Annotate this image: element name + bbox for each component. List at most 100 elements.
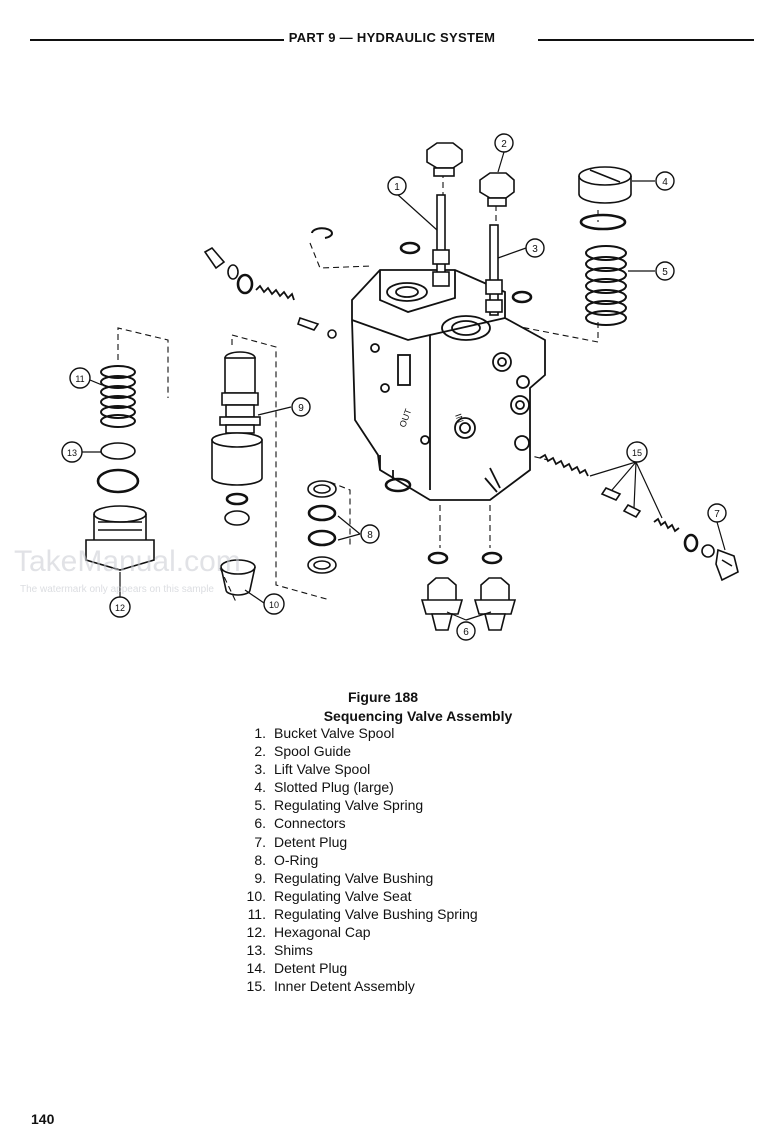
bushing-washer bbox=[224, 510, 250, 526]
part-label: Shims bbox=[274, 942, 313, 959]
svg-text:11: 11 bbox=[75, 374, 84, 384]
exploded-diagram: OUT IN bbox=[61, 133, 739, 641]
part-number: 3. bbox=[254, 761, 266, 778]
callout-4: 4 bbox=[655, 171, 675, 191]
part-label: Lift Valve Spool bbox=[274, 761, 371, 778]
callout-8: 8 bbox=[360, 524, 380, 544]
snap-ring bbox=[311, 227, 333, 239]
parts-list-item: 13. Shims bbox=[238, 941, 478, 959]
o-rings bbox=[96, 213, 699, 565]
bucket-valve-spool bbox=[432, 194, 450, 287]
callout-3: 3 bbox=[525, 238, 545, 258]
part-number: 2. bbox=[254, 743, 266, 760]
callout-6: 6 bbox=[456, 621, 476, 641]
svg-text:8: 8 bbox=[367, 530, 373, 541]
callout-11: 11 bbox=[69, 367, 91, 389]
part-label: O-Ring bbox=[274, 851, 319, 868]
part-number: 10. bbox=[246, 887, 266, 904]
callout-15: 15 bbox=[626, 441, 648, 463]
part-number: 5. bbox=[254, 797, 266, 814]
svg-text:12: 12 bbox=[115, 603, 125, 613]
part-label: Connectors bbox=[274, 815, 346, 832]
part-number: 8. bbox=[254, 851, 266, 868]
part-number: 6. bbox=[254, 815, 266, 832]
part-label: Regulating Valve Seat bbox=[274, 887, 412, 904]
header-rule-left bbox=[30, 39, 284, 41]
svg-text:4: 4 bbox=[662, 177, 668, 188]
callouts: 1 2 3 4 5 6 7 8 9 10 11 12 13 15 bbox=[61, 133, 727, 641]
svg-text:IN: IN bbox=[453, 412, 465, 424]
svg-text:7: 7 bbox=[714, 509, 720, 520]
svg-text:9: 9 bbox=[298, 403, 304, 414]
callout-1: 1 bbox=[387, 176, 407, 196]
bushing-spring bbox=[100, 365, 136, 428]
callout-2: 2 bbox=[494, 133, 514, 153]
parts-list-item: 7. Detent Plug bbox=[238, 833, 478, 851]
callout-5: 5 bbox=[655, 261, 675, 281]
right-detent-parts bbox=[539, 453, 739, 582]
parts-list-item: 9. Regulating Valve Bushing bbox=[238, 869, 478, 887]
part-number: 9. bbox=[254, 869, 266, 886]
part-number: 12. bbox=[246, 924, 266, 941]
parts-list: 1. Bucket Valve Spool 2. Spool Guide 3. Lif… bbox=[238, 724, 478, 995]
regulating-valve-seat bbox=[220, 559, 256, 596]
slotted-plug bbox=[578, 166, 632, 204]
figure-number: Figure 188 bbox=[347, 689, 419, 705]
part-label: Regulating Valve Bushing bbox=[274, 869, 434, 886]
figure-title: Sequencing Valve Assembly bbox=[323, 708, 513, 724]
lower-washers bbox=[307, 480, 337, 574]
svg-text:6: 6 bbox=[463, 627, 469, 638]
part-label: Hexagonal Cap bbox=[274, 924, 371, 941]
callout-7: 7 bbox=[707, 503, 727, 523]
svg-text:3: 3 bbox=[532, 244, 538, 255]
part-label: Spool Guide bbox=[274, 743, 352, 760]
part-label: Regulating Valve Bushing Spring bbox=[274, 905, 478, 922]
svg-text:13: 13 bbox=[67, 448, 77, 458]
page-number: 140 bbox=[31, 1111, 55, 1127]
parts-list-item: 12. Hexagonal Cap bbox=[238, 923, 478, 941]
connectors bbox=[420, 577, 517, 631]
left-detent-parts bbox=[203, 246, 337, 339]
svg-text:15: 15 bbox=[632, 448, 642, 458]
part-label: Detent Plug bbox=[274, 833, 348, 850]
callout-9: 9 bbox=[291, 397, 311, 417]
spool-guide-caps bbox=[426, 142, 515, 207]
regulating-valve-spring bbox=[585, 245, 627, 326]
parts-list-item: 3. Lift Valve Spool bbox=[238, 760, 478, 778]
leader-lines bbox=[82, 151, 726, 621]
part-label: Regulating Valve Spring bbox=[274, 797, 424, 814]
callout-10: 10 bbox=[263, 593, 285, 615]
parts-list-item: 4.Slotted Plug (large) bbox=[238, 778, 478, 796]
parts-list-item: 2. Spool Guide bbox=[238, 742, 478, 760]
part-number: 11. bbox=[247, 905, 266, 922]
callout-13: 13 bbox=[61, 441, 83, 463]
shims bbox=[100, 442, 136, 460]
page-header: PART 9 — HYDRAULIC SYSTEM bbox=[30, 30, 754, 50]
parts-list-item: 8. O-Ring bbox=[238, 851, 478, 869]
header-title: PART 9 — HYDRAULIC SYSTEM bbox=[288, 30, 496, 45]
svg-text:10: 10 bbox=[269, 600, 279, 610]
part-number: 1. bbox=[254, 725, 266, 741]
valve-body: OUT IN bbox=[351, 269, 546, 501]
watermark-subtext: The watermark only appears on this sampl… bbox=[20, 584, 214, 595]
callout-12: 12 bbox=[109, 596, 131, 618]
svg-text:1: 1 bbox=[394, 182, 400, 193]
part-label: Inner Detent Assembly bbox=[274, 978, 415, 995]
svg-text:2: 2 bbox=[501, 139, 507, 150]
parts-list-item: 5. Regulating Valve Spring bbox=[238, 796, 478, 814]
hexagonal-cap bbox=[85, 505, 155, 571]
parts-list-item: 1. Bucket Valve Spool bbox=[238, 724, 478, 742]
svg-text:5: 5 bbox=[662, 267, 668, 278]
figure-caption: Figure 188 Sequencing Valve Assembly bbox=[0, 688, 766, 726]
part-label: Bucket Valve Spool bbox=[274, 725, 395, 741]
part-label: Detent Plug bbox=[274, 960, 348, 977]
part-number: 15. bbox=[246, 978, 266, 995]
part-number: 13. bbox=[246, 942, 266, 959]
regulating-valve-bushing bbox=[211, 351, 263, 486]
part-number: 14. bbox=[246, 960, 266, 977]
parts-list-item: 6. Connectors bbox=[238, 814, 478, 832]
part-number: 7. bbox=[254, 833, 266, 850]
parts-list-item: 11. Regulating Valve Bushing Spring bbox=[238, 905, 478, 923]
header-rule-right bbox=[538, 39, 754, 41]
part-label: Slotted Plug (large) bbox=[274, 779, 394, 796]
